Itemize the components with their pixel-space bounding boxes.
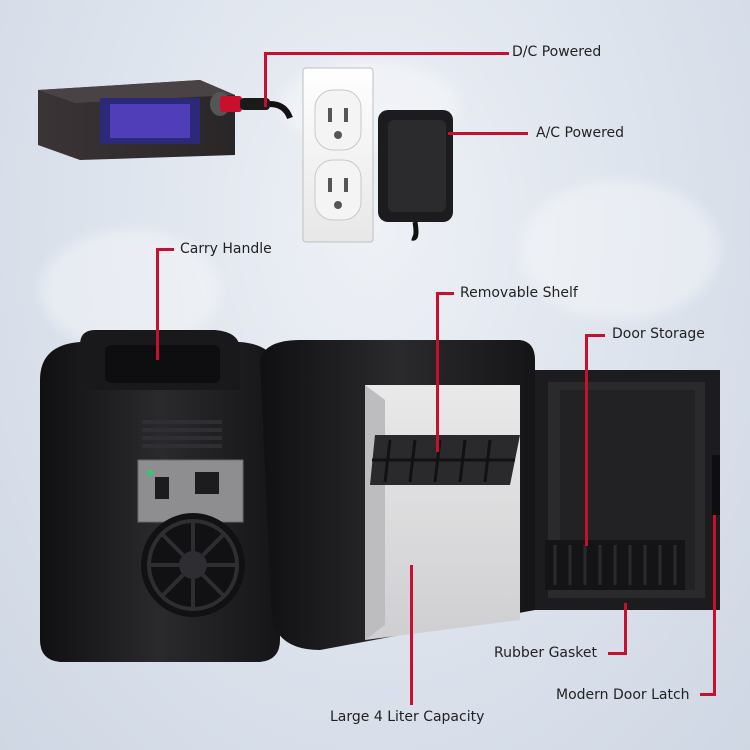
label-modern-door-latch: Modern Door Latch	[556, 687, 690, 703]
door-storage-rack	[545, 540, 685, 590]
label-carry-handle: Carry Handle	[180, 241, 272, 257]
fan-icon	[141, 513, 245, 617]
leader-shelf	[436, 292, 454, 295]
leader-shelf	[436, 292, 439, 452]
door	[535, 370, 720, 610]
ac-adapter-icon	[378, 110, 453, 241]
label-door-storage: Door Storage	[612, 326, 705, 342]
label-ac-powered: A/C Powered	[536, 125, 625, 141]
removable-shelf	[370, 435, 520, 485]
leader-gasket	[608, 652, 627, 655]
leader-dc	[264, 52, 509, 55]
leader-door-storage	[585, 334, 605, 337]
label-rubber-gasket: Rubber Gasket	[494, 645, 597, 661]
leader-latch	[713, 515, 716, 695]
leader-door-storage	[585, 334, 588, 546]
power-switch-icon	[147, 470, 169, 499]
leader-capacity	[410, 565, 413, 705]
frost-texture	[520, 180, 720, 320]
leader-handle	[156, 248, 174, 251]
leader-gasket	[624, 603, 627, 654]
door-latch	[712, 455, 720, 515]
wall-outlet-icon	[302, 67, 374, 243]
label-removable-shelf: Removable Shelf	[460, 285, 578, 301]
label-dc-powered: D/C Powered	[512, 44, 602, 60]
leader-latch	[700, 693, 716, 696]
leader-ac	[448, 132, 528, 135]
fridge-front-view	[260, 340, 720, 650]
car-charger-icon	[38, 80, 293, 160]
leader-dc	[264, 52, 267, 107]
label-capacity: Large 4 Liter Capacity	[330, 709, 485, 725]
fridge-back-view	[40, 330, 280, 662]
leader-handle	[156, 248, 159, 360]
